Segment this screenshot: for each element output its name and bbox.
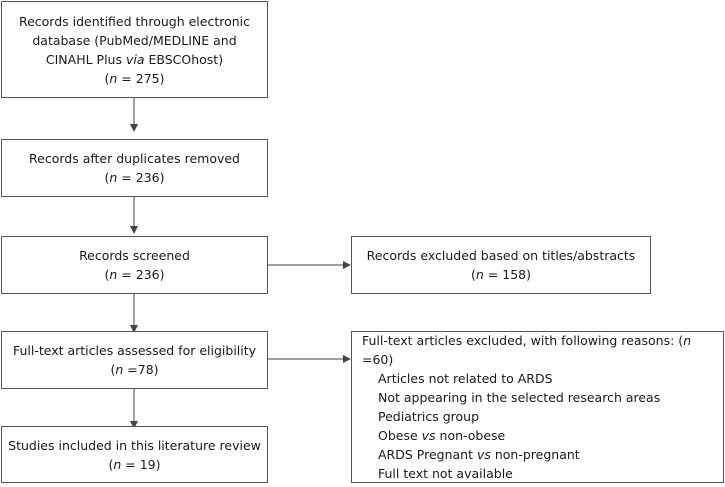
identified-line-1: Records identified through electronic bbox=[18, 13, 251, 29]
duplicates-removed-label: Records after duplicates removed bbox=[29, 151, 240, 166]
included-count: (n = 19) bbox=[108, 456, 161, 472]
reason-item: Pediatrics group bbox=[378, 409, 480, 424]
reason-item: Obese vs non-obese bbox=[378, 428, 506, 443]
identified-box: Records identified through electronic da… bbox=[1, 1, 268, 98]
screened-count: (n = 236) bbox=[104, 267, 165, 282]
reason-item: Articles not related to ARDS bbox=[378, 371, 553, 386]
fulltext-assessed-count: (n =78) bbox=[110, 362, 159, 377]
included-label: Studies included in this literature revi… bbox=[8, 437, 261, 453]
reason-item: ARDS Pregnant vs non-pregnant bbox=[378, 447, 580, 462]
duplicates-removed-box: Records after duplicates removed (n = 23… bbox=[1, 139, 268, 197]
reason-item: Full text not available bbox=[378, 466, 513, 481]
excluded-titles-count: (n = 158) bbox=[471, 267, 531, 282]
duplicates-removed-count: (n = 236) bbox=[104, 170, 165, 185]
reason-item: Not appearing in the selected research a… bbox=[378, 390, 661, 405]
excluded-titles-label: Records excluded based on titles/abstrac… bbox=[366, 248, 636, 263]
screened-box: Records screened (n = 236) bbox=[1, 236, 268, 294]
fulltext-excluded-box: Full-text articles excluded, with follow… bbox=[351, 331, 724, 483]
identified-line-3: CINAHL Plus via EBSCOhost) bbox=[45, 51, 224, 67]
fulltext-assessed-label: Full-text articles assessed for eligibil… bbox=[12, 343, 257, 358]
identified-line-2: database (PubMed/MEDLINE and bbox=[32, 32, 237, 48]
exclusion-reasons-list: Articles not related to ARDS Not appeari… bbox=[378, 369, 660, 483]
included-box: Studies included in this literature revi… bbox=[1, 426, 268, 483]
screened-label: Records screened bbox=[79, 248, 190, 263]
excluded-titles-box: Records excluded based on titles/abstrac… bbox=[351, 236, 651, 294]
fulltext-assessed-box: Full-text articles assessed for eligibil… bbox=[1, 331, 268, 389]
fulltext-excluded-header: Full-text articles excluded, with follow… bbox=[362, 333, 692, 367]
identified-count: (n = 275) bbox=[104, 70, 165, 86]
